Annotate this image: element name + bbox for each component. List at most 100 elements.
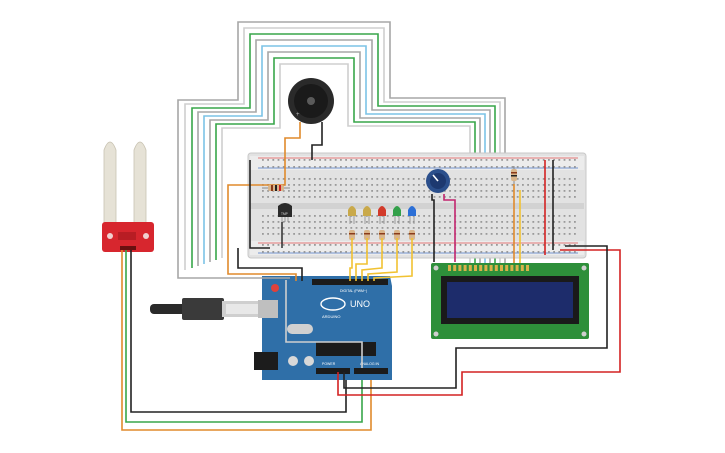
breadboard-hole — [501, 178, 503, 180]
breadboard-hole — [303, 251, 306, 253]
led-4 — [393, 206, 401, 240]
breadboard-hole — [360, 215, 363, 217]
breadboard-hole — [340, 233, 342, 235]
breadboard-hole — [282, 190, 285, 192]
breadboard-hole — [537, 178, 540, 180]
breadboard-hole — [376, 178, 379, 180]
breadboard-hole — [392, 221, 394, 223]
breadboard-hole — [563, 159, 566, 161]
breadboard-hole — [366, 166, 368, 168]
breadboard-hole — [366, 221, 368, 223]
lcd-pin — [448, 265, 451, 271]
breadboard-hole — [329, 159, 332, 161]
buzzer-lead-orange — [227, 122, 301, 268]
breadboard-hole — [475, 159, 477, 161]
breadboard-hole — [412, 190, 415, 192]
breadboard-hole — [532, 196, 535, 198]
breadboard-hole — [340, 251, 342, 253]
resistor-band — [394, 233, 400, 235]
breadboard-hole — [511, 233, 514, 235]
breadboard-hole — [324, 166, 327, 168]
sensor-wires — [121, 250, 372, 431]
breadboard-hole — [480, 196, 483, 198]
breadboard-hole — [527, 190, 529, 192]
breadboard-hole — [386, 178, 389, 180]
breadboard-hole — [548, 166, 550, 168]
breadboard-hole — [293, 244, 295, 246]
breadboard-hole — [537, 227, 540, 229]
breadboard-hole — [475, 215, 477, 217]
breadboard-hole — [568, 166, 571, 168]
breadboard-hole — [288, 233, 290, 235]
breadboard-hole — [532, 233, 535, 235]
breadboard-hole — [470, 251, 472, 253]
breadboard-hole — [412, 196, 415, 198]
breadboard-hole — [345, 178, 347, 180]
breadboard-hole — [381, 184, 384, 186]
breadboard-hole — [522, 184, 524, 186]
breadboard-hole — [444, 244, 446, 246]
breadboard-hole — [324, 244, 327, 246]
breadboard-hole — [277, 178, 280, 180]
breadboard-hole — [485, 166, 488, 168]
breadboard-hole — [470, 159, 472, 161]
breadboard-hole — [418, 184, 420, 186]
breadboard-hole — [574, 196, 576, 198]
breadboard-hole — [563, 166, 566, 168]
breadboard-hole — [449, 221, 451, 223]
breadboard-hole — [329, 184, 332, 186]
breadboard-hole — [506, 215, 509, 217]
breadboard-hole — [428, 233, 431, 235]
breadboard-hole — [449, 190, 451, 192]
breadboard-hole — [470, 233, 472, 235]
breadboard-hole — [329, 178, 332, 180]
breadboard-hole — [501, 159, 503, 161]
breadboard-hole — [459, 215, 462, 217]
breadboard-hole — [402, 244, 405, 246]
breadboard-hole — [537, 196, 540, 198]
breadboard-hole — [340, 178, 342, 180]
breadboard-hole — [522, 159, 524, 161]
breadboard-hole — [548, 227, 550, 229]
led-resistor — [409, 230, 415, 240]
breadboard-hole — [532, 166, 535, 168]
breadboard-hole — [527, 251, 529, 253]
breadboard-hole — [480, 166, 483, 168]
breadboard-hole — [553, 233, 555, 235]
breadboard-hole — [506, 244, 509, 246]
breadboard-hole — [360, 251, 363, 253]
breadboard-hole — [360, 244, 363, 246]
breadboard-hole — [386, 221, 389, 223]
breadboard-hole — [464, 166, 467, 168]
breadboard-hole — [563, 184, 566, 186]
breadboard-hole — [288, 159, 290, 161]
breadboard-hole — [423, 233, 425, 235]
wire-blue-1 — [203, 45, 486, 270]
breadboard-hole — [319, 166, 321, 168]
breadboard-hole — [485, 184, 488, 186]
breadboard-hole — [464, 178, 467, 180]
breadboard-hole — [355, 227, 358, 229]
breadboard-hole — [303, 215, 306, 217]
breadboard-hole — [345, 184, 347, 186]
breadboard-bottom-rail — [250, 241, 584, 255]
breadboard-hole — [522, 215, 524, 217]
breadboard-hole — [272, 227, 275, 229]
breadboard-hole — [454, 159, 457, 161]
breadboard-hole — [537, 233, 540, 235]
breadboard-hole — [548, 233, 550, 235]
breadboard-hole — [319, 221, 321, 223]
wire-gray-4 — [209, 51, 481, 270]
breadboard-hole — [501, 251, 503, 253]
breadboard-hole — [293, 233, 295, 235]
breadboard-hole — [496, 221, 498, 223]
breadboard-hole — [397, 196, 399, 198]
resistor-band — [349, 233, 355, 235]
breadboard-hole — [522, 196, 524, 198]
breadboard-hole — [548, 196, 550, 198]
breadboard-hole — [334, 227, 337, 229]
breadboard-hole — [475, 227, 477, 229]
breadboard-hole — [267, 159, 269, 161]
breadboard-hole — [485, 233, 488, 235]
breadboard-hole — [553, 221, 555, 223]
